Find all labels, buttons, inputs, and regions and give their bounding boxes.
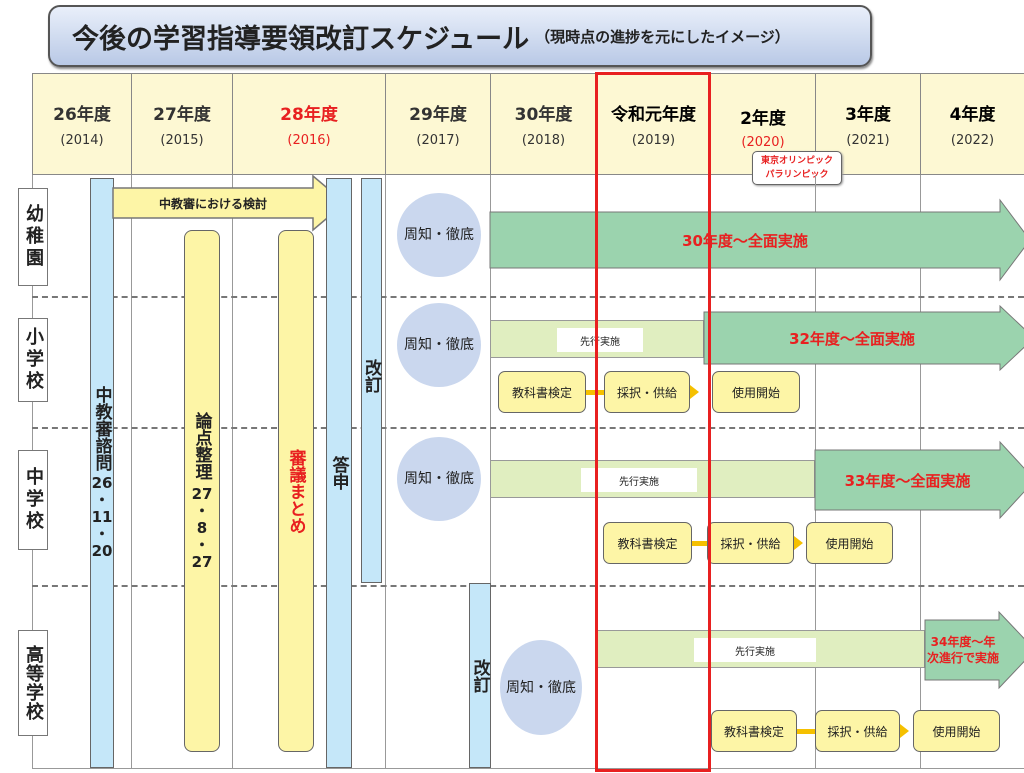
- issues-date-part: 27: [191, 484, 213, 503]
- row-divider: [32, 296, 1024, 298]
- high-full-label: 34年度～年次進行で実施: [926, 635, 999, 665]
- issues-date-part: 27: [191, 552, 213, 571]
- full-implementation-arrow-kindergarten: [489, 198, 1024, 282]
- page-title: 今後の学習指導要領改訂スケジュール （現時点の進捗を元にしたイメージ）: [48, 5, 872, 67]
- full-implementation-arrow-high: [924, 610, 1024, 690]
- elementary-full-label: 32年度～全面実施: [789, 329, 915, 348]
- step-adoption-high: 採択・供給: [815, 710, 900, 752]
- inquiry-date-part: ・: [94, 491, 110, 509]
- issues-date: 27・8・27: [191, 484, 213, 571]
- inquiry-date-part: ・: [94, 525, 110, 543]
- revision-bar-high: 改訂: [469, 583, 491, 768]
- year-header-2016: 28年度(2016): [232, 73, 385, 175]
- step-use-start-elementary: 使用開始: [712, 371, 800, 413]
- report-bar: 答申: [326, 178, 352, 768]
- inquiry-date-part: 20: [91, 542, 113, 560]
- awareness-circle-high: 周知・徹底: [500, 640, 582, 735]
- step-textbook-check-middle: 教科書検定: [603, 522, 692, 564]
- full-implementation-arrow-middle: [814, 440, 1024, 520]
- row-divider: [32, 427, 1024, 429]
- review-arrow-label: 中教審における検討: [158, 196, 267, 211]
- row-divider: [32, 585, 1024, 587]
- issues-date-part: ・: [194, 535, 210, 554]
- full-implementation-arrow-elementary: [703, 304, 1024, 372]
- inquiry-bar: 中教審諮問 26・11・20: [90, 178, 114, 768]
- step-adoption-middle: 採択・供給: [707, 522, 794, 564]
- advance-bar-high: 先行実施: [596, 630, 925, 668]
- inquiry-date: 26・11・20: [92, 475, 113, 560]
- issues-bar: 論点整理 27・8・27: [184, 230, 220, 752]
- olympics-callout: 東京オリンピックパラリンピック: [752, 151, 842, 185]
- step-textbook-check-high: 教科書検定: [711, 710, 797, 752]
- year-header-2017: 29年度(2017): [385, 73, 490, 175]
- step-use-start-high: 使用開始: [913, 710, 1000, 752]
- revision-bar: 改訂: [361, 178, 382, 583]
- year-header-2018: 30年度(2018): [490, 73, 596, 175]
- row-label-high: 高等学校: [18, 630, 48, 736]
- year-header-2014: 26年度(2014): [32, 73, 131, 175]
- issues-date-part: ・: [194, 501, 210, 520]
- awareness-circle-kindergarten: 周知・徹底: [397, 193, 481, 277]
- year-header-2022: 4年度(2022): [920, 73, 1024, 175]
- step-adoption-elementary: 採択・供給: [604, 371, 690, 413]
- row-label-kindergarten: 幼稚園: [18, 188, 48, 286]
- inquiry-date-part: 11: [91, 508, 113, 526]
- issues-date-part: 8: [196, 518, 208, 537]
- advance-bar-middle: 先行実施: [490, 460, 815, 498]
- step-textbook-check-elementary: 教科書検定: [498, 371, 586, 413]
- awareness-circle-elementary: 周知・徹底: [397, 303, 481, 387]
- awareness-circle-middle: 周知・徹底: [397, 437, 481, 521]
- kindergarten-full-label: 30年度～全面実施: [682, 231, 808, 250]
- summary-bar: 審議まとめ: [278, 230, 314, 752]
- step-use-start-middle: 使用開始: [806, 522, 893, 564]
- row-label-elementary: 小学校: [18, 318, 48, 402]
- year-header-2015: 27年度(2015): [131, 73, 232, 175]
- inquiry-date-part: 26: [91, 474, 113, 492]
- year-header-2019: 令和元年度(2019): [596, 73, 710, 175]
- row-label-middle: 中学校: [18, 450, 48, 550]
- middle-full-label: 33年度～全面実施: [844, 471, 971, 490]
- current-year-highlight: [595, 72, 711, 772]
